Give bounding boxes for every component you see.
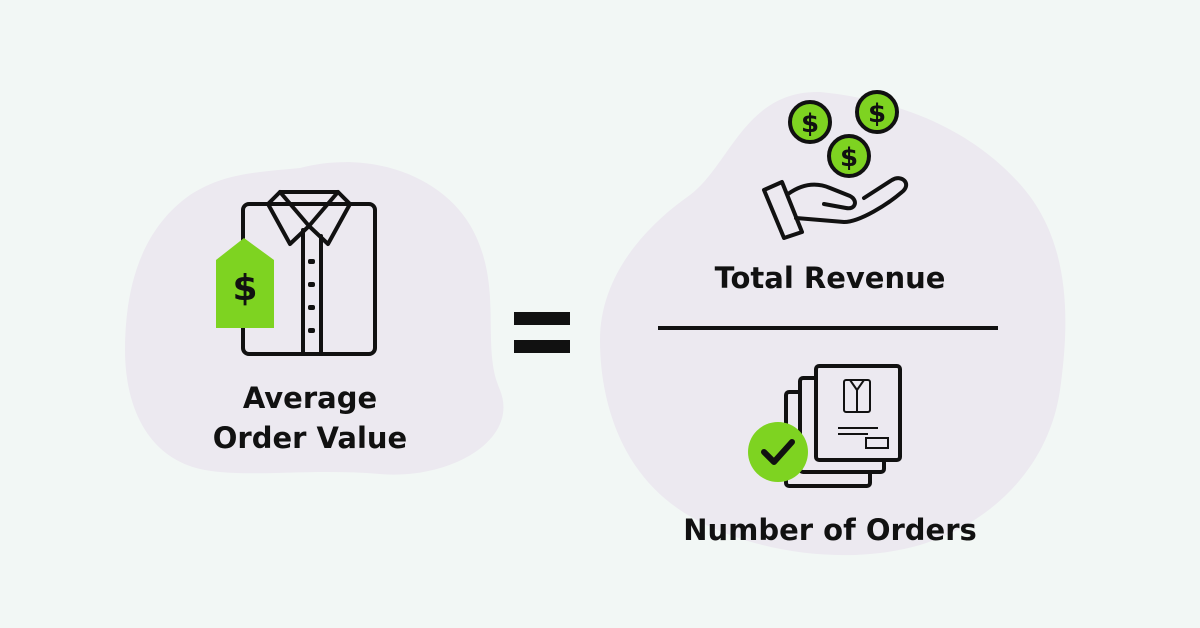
number-of-orders-label: Number of Orders: [683, 513, 977, 547]
price-tag: [216, 238, 274, 328]
shirt-with-price-tag-icon: $: [216, 190, 377, 356]
hand-receiving-coins-icon: $ $ $: [762, 90, 909, 240]
coin-dollar: $: [840, 143, 858, 173]
average-order-value-label: Average Order Value: [160, 378, 460, 458]
coin-dollar: $: [868, 99, 886, 129]
equals-sign: [514, 312, 570, 354]
checkmark-badge: [748, 422, 808, 482]
aov-label-line1: Average: [242, 381, 378, 415]
coin-icon: [788, 100, 832, 144]
coin-dollar: $: [801, 109, 819, 139]
total-revenue-label: Total Revenue: [714, 261, 946, 295]
right-background-blob: [600, 91, 1066, 556]
checkmark-icon: [761, 439, 795, 465]
coin-icon: [827, 134, 871, 178]
coin-icon: [855, 90, 899, 134]
price-tag-dollar: $: [232, 268, 257, 309]
orders-stack-checkmark-icon: [748, 364, 902, 488]
aov-label-line2: Order Value: [212, 421, 408, 455]
fraction-bar: [658, 326, 998, 330]
